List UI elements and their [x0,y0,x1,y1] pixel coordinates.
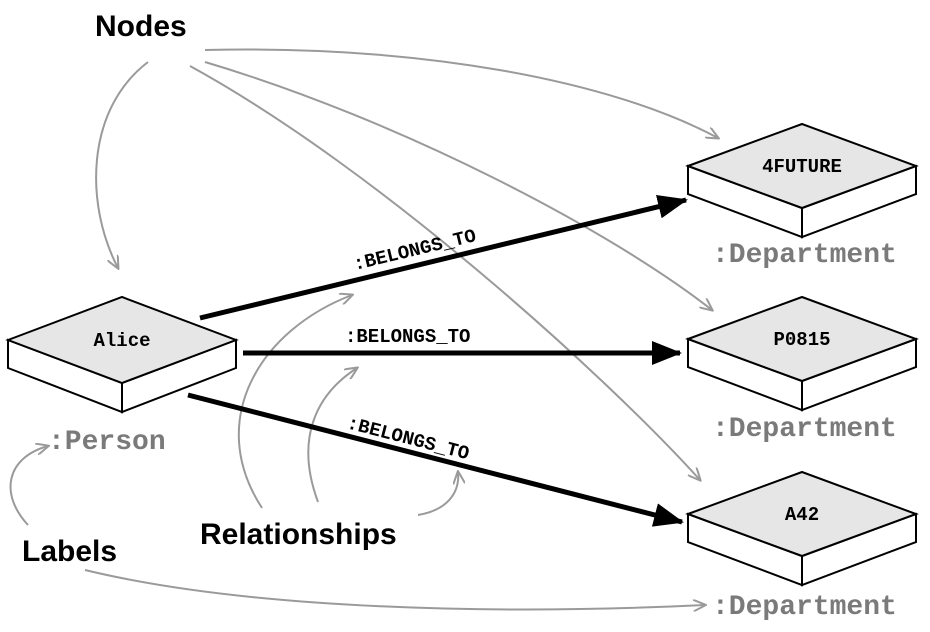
node-p0815-top [685,295,919,383]
relationships-callout-arrows [237,295,458,516]
node-a42: A42 [685,470,919,587]
labels-callout-arrows [9,446,705,609]
nodes-callout-arrows [95,48,718,480]
relationships-to-rel3-arrow [417,472,458,516]
nodes-to-alice-arrow [95,61,149,268]
label-person: :Person [48,427,166,458]
callout-labels: Labels [22,535,117,568]
node-alice-top [5,295,239,385]
node-a42-name: A42 [785,504,819,526]
node-4future: 4FUTURE [685,122,919,239]
node-alice: Alice [5,295,239,414]
label-department-p0815: :Department [712,414,897,445]
nodes-to-4future-arrow [204,48,718,138]
callout-nodes: Nodes [95,10,187,43]
node-a42-top [685,470,919,558]
callout-relationships: Relationships [200,518,397,551]
relationship-arrow-a42 [187,392,684,527]
labels-to-person-arrow [9,446,48,526]
labels-to-department-arrow [84,569,705,609]
nodes-to-p0815-arrow [204,61,712,310]
relationship-type-p0815: :BELONGS_TO [345,326,470,348]
node-4future-top [685,122,919,210]
label-department-a42: :Department [712,592,897,623]
relationships-to-rel1-arrow [237,295,352,509]
node-p0815-name: P0815 [773,329,830,351]
relationship-arrow-4future [199,194,688,321]
nodes-to-a42-arrow [189,65,700,480]
node-alice-name: Alice [93,330,150,352]
relationships-to-rel2-arrow [307,368,357,503]
label-department-4future: :Department [712,240,897,271]
node-4future-name: 4FUTURE [762,156,842,178]
node-p0815: P0815 [685,295,919,412]
relationship-arrows [187,194,688,527]
